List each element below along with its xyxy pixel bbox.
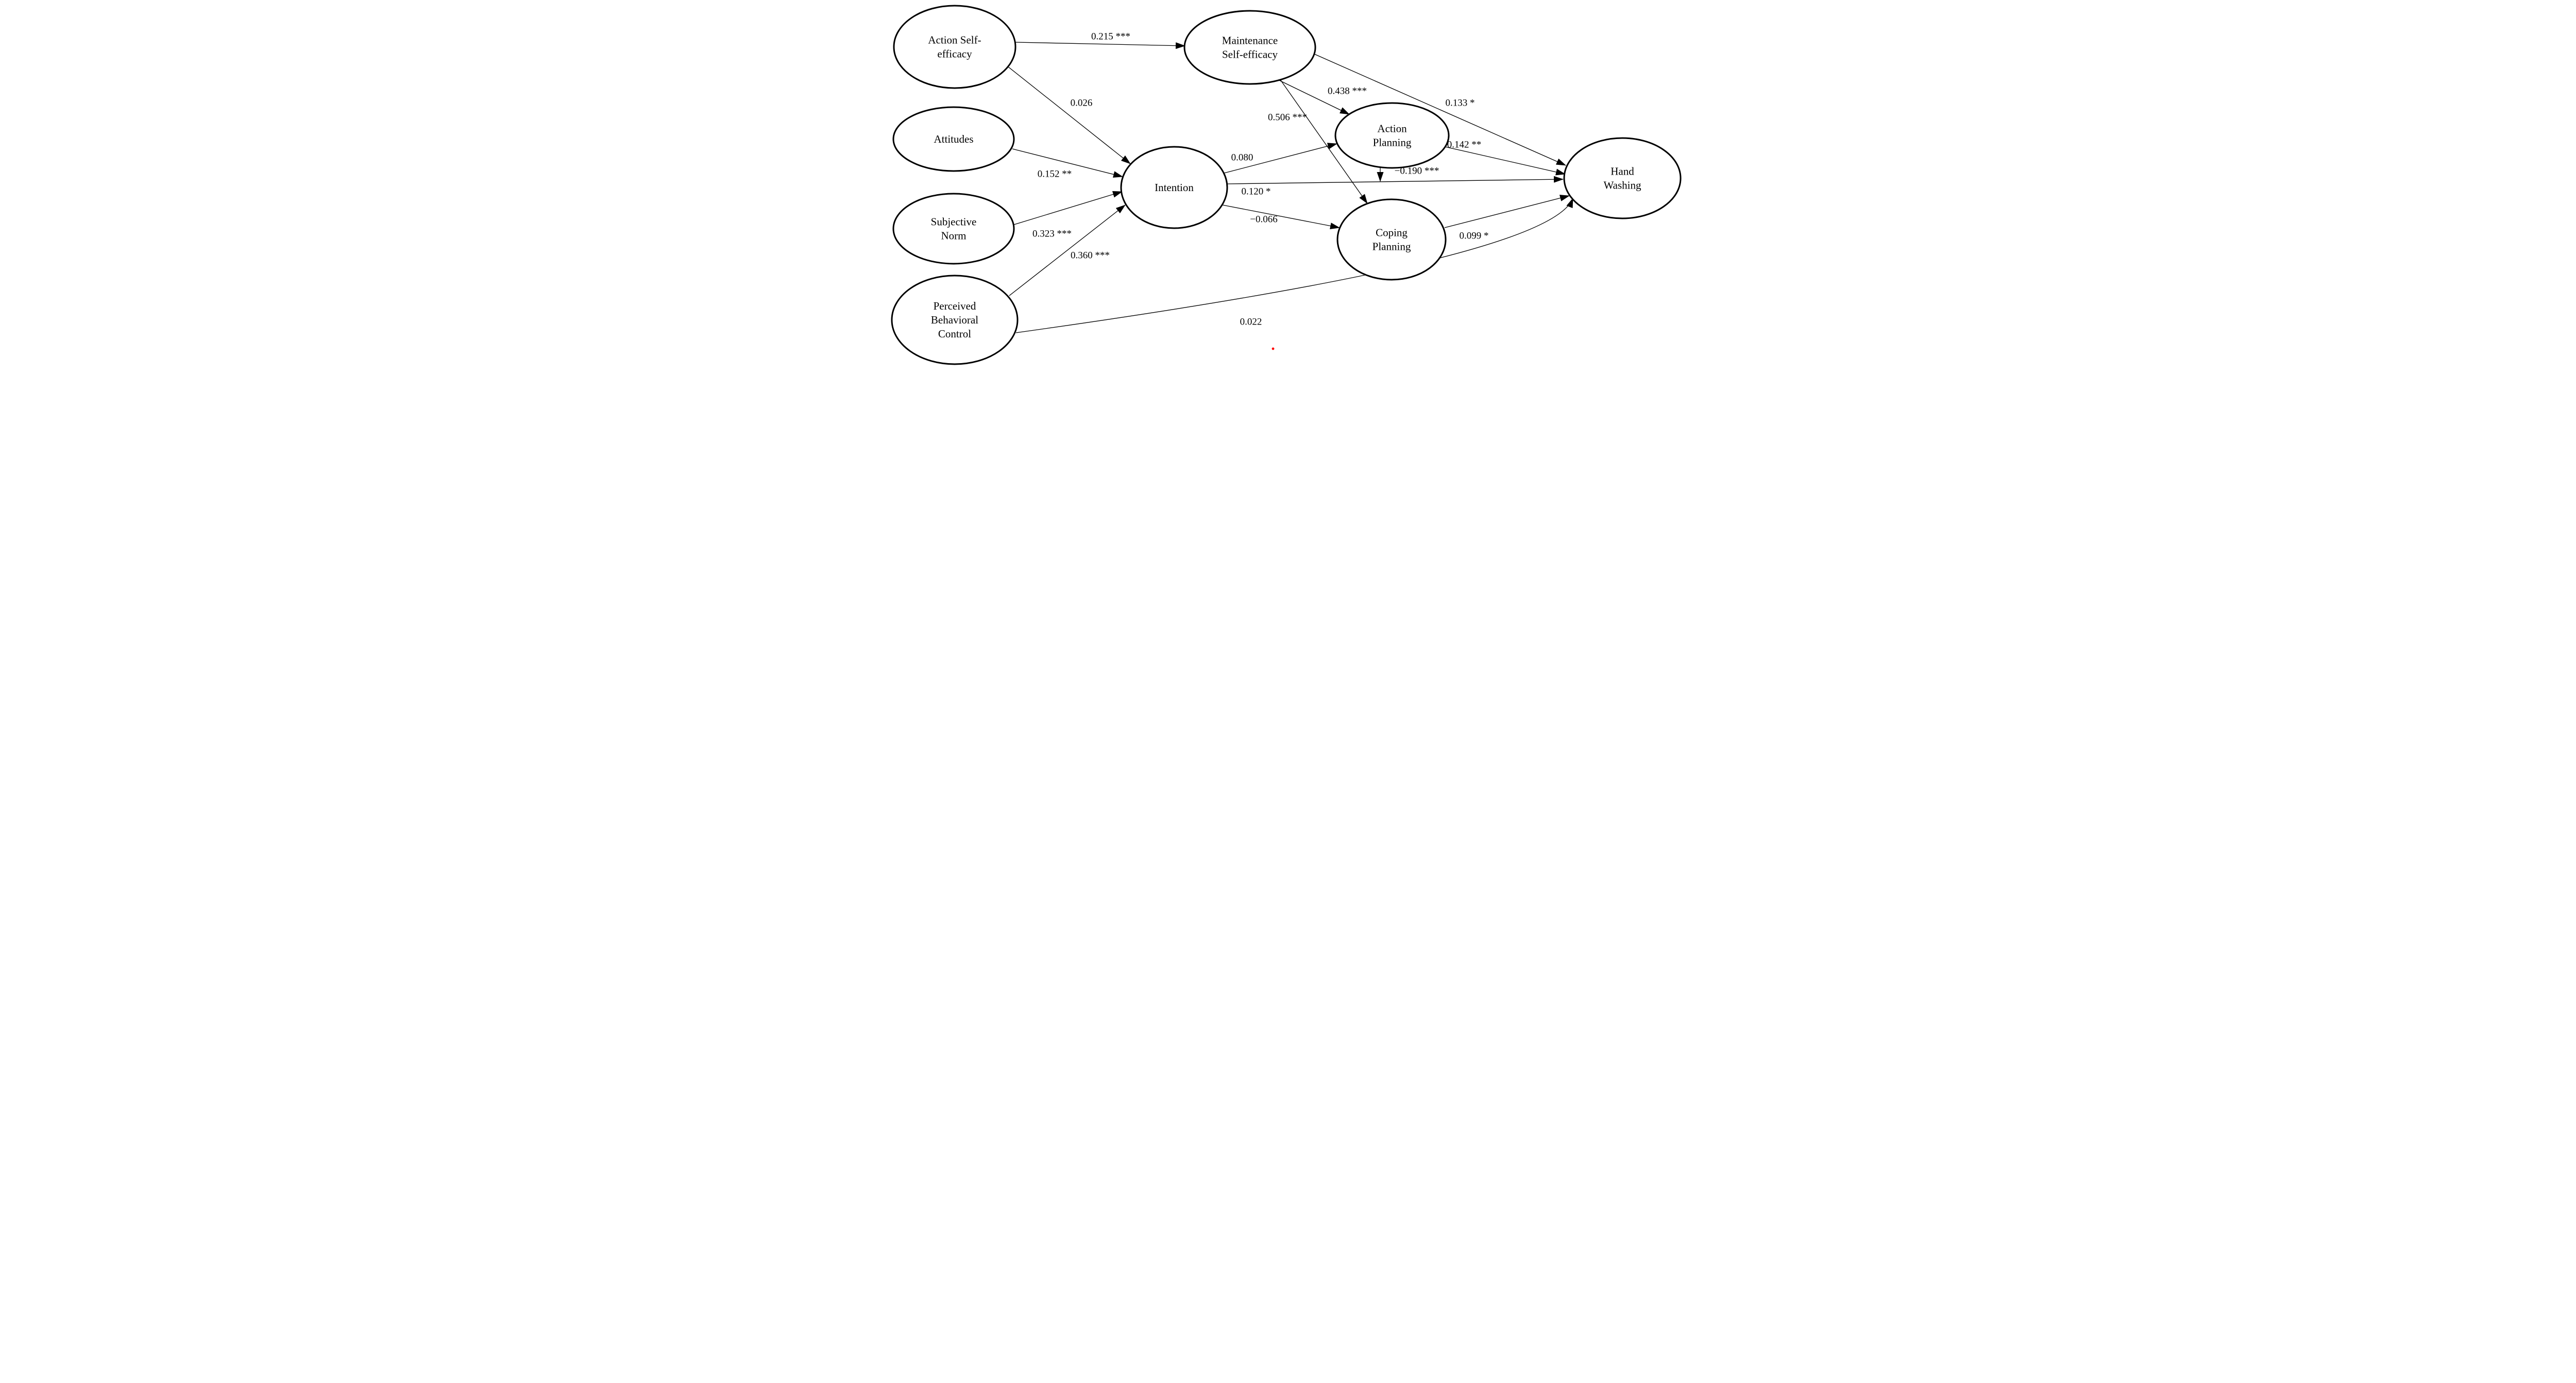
node-label-ase: Action Self-efficacy <box>928 34 981 60</box>
node-ellipse-mse <box>1183 10 1316 85</box>
paths-layer <box>1007 42 1573 333</box>
coefficient-label-pbc-hw: 0.022 <box>1240 316 1262 327</box>
path-arrow-ap-hw <box>1445 146 1566 176</box>
path-arrow-mse-hw <box>1313 53 1566 166</box>
coefficient-label-int-cp: −0.066 <box>1250 214 1277 225</box>
path-arrow-ase-mse <box>1015 42 1185 49</box>
coefficient-label-ase-int: 0.026 <box>1071 97 1093 108</box>
path-arrow-int-cp <box>1222 204 1340 229</box>
path-arrow-mse-ap <box>1278 79 1350 115</box>
path-arrow-mse-cp <box>1280 80 1368 204</box>
node-ellipse-sn <box>892 193 1015 265</box>
coefficient-label-mse-hw: 0.133 * <box>1446 97 1475 108</box>
coefficient-label-ap-inthw: −0.190 *** <box>1395 165 1439 176</box>
coefficient-label-pbc-int: 0.360 *** <box>1071 250 1110 261</box>
path-arrow-pbc-int <box>1009 204 1126 296</box>
coefficient-labels-layer: 0.215 *** 0.026 0.152 ** 0.323 *** 0.360 ***… <box>1032 31 1489 327</box>
coefficient-label-cp-hw: 0.099 * <box>1460 230 1489 241</box>
node-ellipse-ap <box>1334 102 1450 169</box>
coefficient-label-mse-ap: 0.438 *** <box>1328 86 1367 96</box>
coefficient-label-ase-mse: 0.215 *** <box>1091 31 1130 42</box>
path-arrow-cp-hw <box>1444 195 1570 228</box>
coefficient-label-mse-cp: 0.506 *** <box>1268 112 1307 123</box>
stray-marks-layer <box>1272 347 1275 350</box>
path-arrow-ase-int <box>1007 66 1131 164</box>
coefficient-label-sn-int: 0.323 *** <box>1032 228 1072 239</box>
node-ellipse-cp <box>1336 198 1447 281</box>
path-arrow-pbc-hw <box>1015 198 1573 333</box>
node-ellipse-int <box>1120 146 1228 229</box>
path-arrow-sn-int <box>1012 191 1123 226</box>
coefficient-label-int-hw: 0.120 * <box>1242 186 1271 197</box>
red-stray-mark <box>1272 347 1275 350</box>
node-label-int: Intention <box>1155 181 1194 194</box>
node-ellipse-att <box>892 106 1015 172</box>
path-arrow-att-int <box>1012 148 1123 178</box>
path-arrow-int-hw <box>1227 176 1564 184</box>
coefficient-label-att-int: 0.152 ** <box>1038 168 1072 179</box>
node-ellipse-ase <box>893 5 1016 89</box>
node-label-att: Attitudes <box>934 133 974 145</box>
node-ellipse-hw <box>1563 137 1682 219</box>
path-arrow-int-ap <box>1224 143 1337 174</box>
node-ellipse-pbc <box>891 275 1019 365</box>
coefficient-label-ap-hw: 0.142 ** <box>1447 139 1482 150</box>
coefficient-label-int-ap: 0.080 <box>1231 152 1253 163</box>
